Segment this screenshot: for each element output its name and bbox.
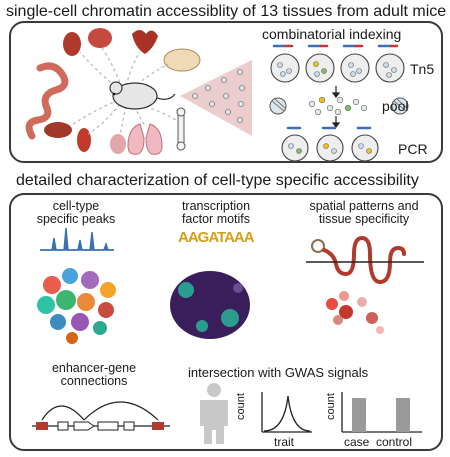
enhancer-label: enhancer-gene connections <box>34 361 154 389</box>
pool-nuclei <box>308 96 368 116</box>
mouse-icon <box>109 81 176 110</box>
organ-lungs <box>127 123 163 155</box>
motifs-label: transcription factor motifs <box>168 199 264 227</box>
organ-bone <box>177 111 185 147</box>
trait-label: trait <box>274 435 295 449</box>
indexing-title: combinatorial indexing <box>262 26 402 42</box>
pool-label: pool <box>382 98 409 114</box>
peaks-label-line2: specific peaks <box>36 212 116 227</box>
case-label: case <box>344 435 370 449</box>
top-panel-frame <box>9 21 443 163</box>
spatial-label: spatial patterns and tissue specificity <box>292 199 436 227</box>
umap-spatial <box>326 291 384 334</box>
count-label-case: count <box>325 393 337 420</box>
umap-cell-types <box>37 268 116 344</box>
top-title: single-cell chromatin accessiblity of 13… <box>6 3 447 20</box>
case-control-bars <box>341 392 422 433</box>
organ-liver <box>44 122 72 138</box>
nuclei-beam <box>180 60 252 136</box>
organ-intestine <box>25 62 69 140</box>
bottom-title: detailed characterization of cell-type s… <box>16 172 419 189</box>
well-row-pcr <box>281 134 379 162</box>
trait-distribution <box>261 392 312 433</box>
nephron-icon <box>311 235 406 285</box>
enhancer-label-line2: connections <box>60 374 128 389</box>
control-label: control <box>376 435 413 449</box>
spatial-label-line1: spatial patterns and <box>309 199 419 213</box>
peak-track <box>40 227 114 251</box>
organ-lung <box>88 28 112 48</box>
enhancer-label-line1: enhancer-gene <box>51 361 137 375</box>
motifs-label-line1: transcription <box>181 199 251 213</box>
spatial-label-line2: tissue specificity <box>318 212 410 227</box>
enhancer-gene-diagram <box>32 401 170 431</box>
organs-group <box>25 28 201 155</box>
umap-motif-activity <box>170 271 250 339</box>
pcr-label: PCR <box>398 141 428 157</box>
organ-kidney <box>63 32 81 56</box>
tn5-label: Tn5 <box>410 61 435 77</box>
gwas-title: intersection with GWAS signals <box>188 365 369 380</box>
well-row-tn5 <box>270 53 405 83</box>
heart-icon <box>132 30 158 54</box>
organ-brain <box>163 48 201 72</box>
organ-spleen <box>77 128 91 152</box>
motif-logo: AAGATAAA <box>178 229 255 246</box>
count-label-trait: count <box>235 393 247 420</box>
motifs-label-line2: factor motifs <box>181 212 251 227</box>
peaks-label: cell-type specific peaks <box>30 199 122 227</box>
bottom-panel-frame <box>9 193 443 451</box>
peaks-label-line1: cell-type <box>52 199 100 213</box>
person-icon <box>200 383 228 444</box>
organ-testis <box>110 134 126 154</box>
